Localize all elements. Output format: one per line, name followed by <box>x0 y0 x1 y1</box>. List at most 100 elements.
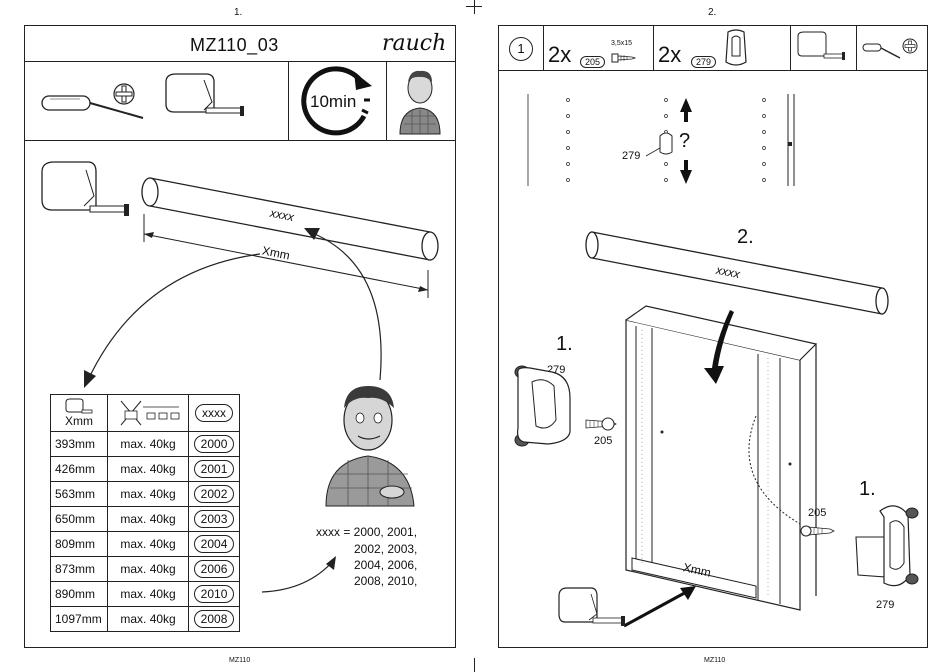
load-cell: max. 40kg <box>107 431 190 457</box>
phillips-head-icon <box>113 83 135 105</box>
measuring-tape-icon <box>797 31 845 60</box>
part-279-quantity: 2x <box>658 42 682 67</box>
bracket-279-label: 279 <box>622 150 641 162</box>
code-badge: 2008 <box>193 610 235 628</box>
table-row: 563mm max. 40kg 2002 <box>49 481 240 507</box>
size-cell: 650mm <box>49 506 109 532</box>
size-cell: 1097mm <box>49 606 109 632</box>
table-row: 890mm max. 40kg 2010 <box>49 581 240 607</box>
code-badge: 2003 <box>193 510 235 528</box>
panel-hole-diagram <box>527 94 795 186</box>
load-cell: max. 40kg <box>107 531 190 557</box>
rail-bracket-icon <box>725 29 747 66</box>
divider <box>498 70 927 71</box>
size-cell: 873mm <box>49 556 109 582</box>
arrow-to-rail-icon <box>304 228 382 381</box>
table-row: 393mm max. 40kg 2000 <box>49 431 240 457</box>
screwdriver-icon <box>41 95 144 119</box>
step-number: 1 <box>517 41 525 56</box>
table-row: 426mm max. 40kg 2001 <box>49 456 240 482</box>
divider <box>790 25 791 71</box>
size-cell: 426mm <box>49 456 109 482</box>
divider <box>386 61 387 141</box>
size-cell: 809mm <box>49 531 109 557</box>
code-badge: 2006 <box>193 560 235 578</box>
codes-note-line-4: 2008, 2010, <box>354 574 418 588</box>
arrow-to-codes-icon <box>261 556 336 593</box>
part-205-quantity: 2x <box>548 42 572 67</box>
measuring-tape-icon <box>65 398 93 414</box>
crop-mark <box>474 658 475 672</box>
phillips-head-icon <box>902 38 918 54</box>
load-cell: max. 40kg <box>107 556 190 582</box>
size-cell: 563mm <box>49 481 109 507</box>
question-mark: ? <box>679 130 691 152</box>
divider <box>288 61 289 141</box>
part-279-badge: 279 <box>691 56 717 68</box>
code-badge: 2002 <box>193 485 235 503</box>
table-header-row: Xmm xxxx <box>49 394 240 432</box>
divider <box>543 25 544 71</box>
size-cell: 890mm <box>49 581 109 607</box>
no-overload-icon <box>120 400 180 425</box>
code-badge: 2001 <box>193 460 235 478</box>
rail-size-table: Xmm xxxx 393mm max. 40kg 2000 426mm max.… <box>49 394 240 632</box>
divider <box>653 25 654 71</box>
load-cell: max. 40kg <box>107 456 190 482</box>
bracket-279-right-label: 279 <box>876 599 895 611</box>
model-number: MZ110_03 <box>190 35 279 55</box>
header-code-badge: xxxx <box>195 404 234 422</box>
wardrobe-cabinet-illustration <box>625 305 818 611</box>
table-row: 809mm max. 40kg 2004 <box>49 531 240 557</box>
measuring-tape-icon <box>165 73 244 116</box>
rail-bracket-right-illustration <box>800 505 919 587</box>
code-badge: 2010 <box>193 585 235 603</box>
screw-205-left-label: 205 <box>594 435 613 447</box>
rail-bracket-left-illustration <box>514 365 617 447</box>
page-number-1: 1. <box>234 7 243 18</box>
screw-icon <box>611 53 637 63</box>
header-load-cell <box>107 394 190 432</box>
measuring-tape-icon <box>41 161 129 216</box>
assembler-avatar-icon <box>399 70 441 135</box>
step-2-label: 2. <box>737 226 754 248</box>
size-cell: 393mm <box>49 431 109 457</box>
page-footer-2: MZ110 <box>704 657 726 664</box>
divider <box>24 140 455 141</box>
step-1-left-label: 1. <box>556 333 573 355</box>
step-1-right-label: 1. <box>859 478 876 500</box>
divider <box>24 61 455 62</box>
table-row: 650mm max. 40kg 2003 <box>49 506 240 532</box>
divider <box>856 25 857 71</box>
alignment-arc-icon <box>748 415 801 525</box>
crop-mark <box>466 6 482 7</box>
brand-logo: rauch <box>382 31 447 56</box>
step-circle: 1 <box>509 37 533 61</box>
table-row: 873mm max. 40kg 2006 <box>49 556 240 582</box>
codes-note-line-2: 2002, 2003, <box>354 542 418 556</box>
rail-tube-illustration <box>141 177 439 298</box>
screwdriver-icon <box>862 43 901 59</box>
part-205-badge: 205 <box>580 56 606 68</box>
time-estimate: 10min <box>310 92 357 111</box>
timer-icon <box>301 66 372 136</box>
code-badge: 2000 <box>193 435 235 453</box>
load-cell: max. 40kg <box>107 581 190 607</box>
load-cell: max. 40kg <box>107 481 190 507</box>
screw-205-right-label: 205 <box>808 507 827 519</box>
table-row: 1097mm max. 40kg 2008 <box>49 606 240 632</box>
rail-tube-illustration <box>585 231 889 315</box>
codes-note-line-3: 2004, 2006, <box>354 558 418 572</box>
header-xmm-cell: Xmm <box>49 394 109 432</box>
assembler-character-icon <box>325 386 415 507</box>
codes-note-line-1: xxxx = 2000, 2001, <box>316 525 418 539</box>
crop-mark <box>474 0 475 14</box>
page-footer-1: MZ110 <box>229 657 251 664</box>
code-badge: 2004 <box>193 535 235 553</box>
load-cell: max. 40kg <box>107 506 190 532</box>
page-number-2: 2. <box>708 7 717 18</box>
insert-arrow-icon <box>623 586 696 628</box>
arrow-to-table-icon <box>84 253 261 388</box>
header-code-cell: xxxx <box>188 394 240 432</box>
header-xmm-label: Xmm <box>65 414 94 428</box>
